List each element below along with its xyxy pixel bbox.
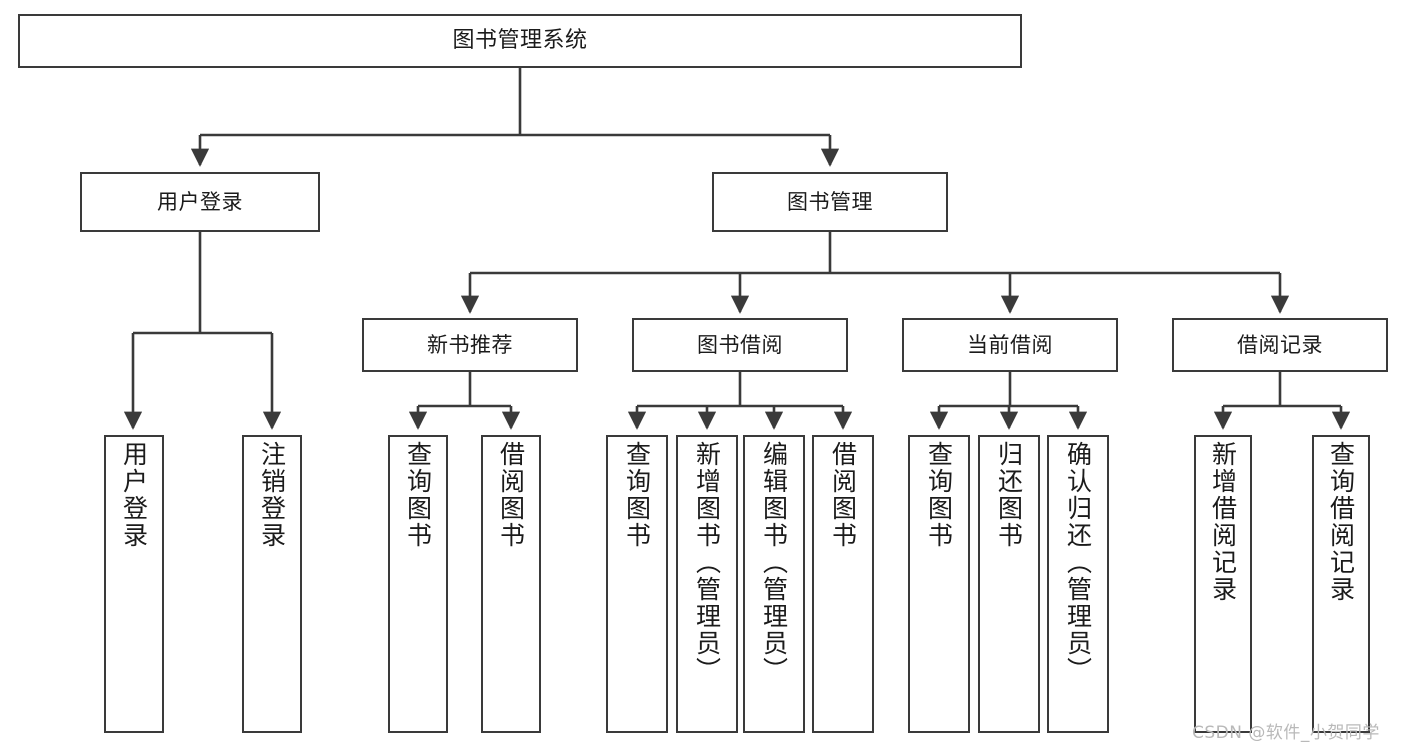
watermark-text: CSDN @软件_小贺同学 [1192,723,1380,743]
node-leaf-edit-book-admin-label: 编辑图书（管理员） [759,441,789,684]
node-root[interactable]: 图书管理系统 [18,14,1022,68]
node-leaf-add-borrow-record[interactable]: 新增借阅记录 [1194,435,1252,733]
node-leaf-query-book-rec[interactable]: 查询图书 [388,435,448,733]
node-leaf-confirm-return-label: 确认归还（管理员） [1063,441,1093,684]
node-book-borrow-label: 图书借阅 [697,332,783,357]
node-new-book-recommend[interactable]: 新书推荐 [362,318,578,372]
node-leaf-return-book-label: 归还图书 [994,441,1024,549]
node-leaf-logout[interactable]: 注销登录 [242,435,302,733]
node-leaf-add-borrow-record-label: 新增借阅记录 [1208,441,1238,603]
node-leaf-query-borrow-record[interactable]: 查询借阅记录 [1312,435,1370,733]
watermark: CSDN @软件_小贺同学 [1192,718,1380,743]
node-user-login-label: 用户登录 [157,189,243,214]
node-leaf-query-borrow-record-label: 查询借阅记录 [1326,441,1356,603]
node-leaf-return-book[interactable]: 归还图书 [978,435,1040,733]
node-leaf-borrow-book-rec[interactable]: 借阅图书 [481,435,541,733]
node-leaf-query-book-bor-label: 查询图书 [622,441,652,549]
node-borrow-record[interactable]: 借阅记录 [1172,318,1388,372]
node-leaf-logout-label: 注销登录 [257,441,287,549]
node-leaf-add-book-admin-label: 新增图书（管理员） [692,441,722,684]
node-leaf-borrow-book-rec-label: 借阅图书 [496,441,526,549]
node-borrow-record-label: 借阅记录 [1237,332,1323,357]
node-current-borrow-label: 当前借阅 [967,332,1053,357]
node-book-management-label: 图书管理 [787,189,873,214]
node-leaf-query-book-rec-label: 查询图书 [403,441,433,549]
node-leaf-query-book-cur-label: 查询图书 [924,441,954,549]
node-book-management[interactable]: 图书管理 [712,172,948,232]
node-leaf-borrow-book-bor[interactable]: 借阅图书 [812,435,874,733]
node-root-label: 图书管理系统 [452,28,588,54]
node-leaf-query-book-cur[interactable]: 查询图书 [908,435,970,733]
node-leaf-user-login-label: 用户登录 [119,441,149,549]
node-new-book-recommend-label: 新书推荐 [427,332,513,357]
node-current-borrow[interactable]: 当前借阅 [902,318,1118,372]
node-leaf-query-book-bor[interactable]: 查询图书 [606,435,668,733]
node-user-login[interactable]: 用户登录 [80,172,320,232]
node-leaf-borrow-book-bor-label: 借阅图书 [828,441,858,549]
node-leaf-confirm-return[interactable]: 确认归还（管理员） [1047,435,1109,733]
node-leaf-edit-book-admin[interactable]: 编辑图书（管理员） [743,435,805,733]
node-leaf-add-book-admin[interactable]: 新增图书（管理员） [676,435,738,733]
node-leaf-user-login[interactable]: 用户登录 [104,435,164,733]
node-book-borrow[interactable]: 图书借阅 [632,318,848,372]
